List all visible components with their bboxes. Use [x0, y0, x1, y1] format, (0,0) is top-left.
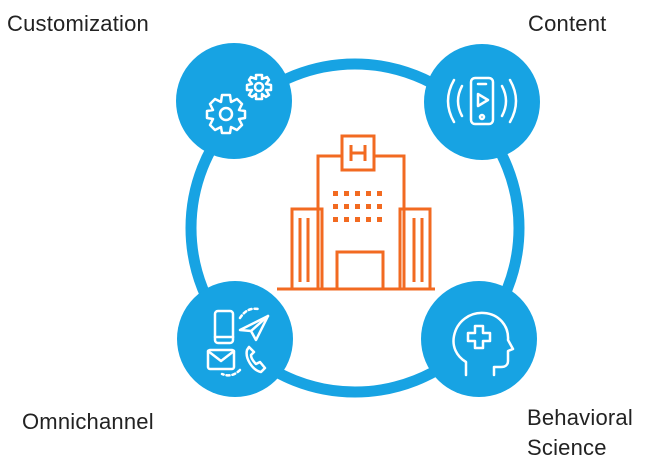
- node-omnichannel-circle: [177, 281, 293, 397]
- head-medical-cross-icon: [452, 311, 515, 377]
- node-customization: [176, 43, 292, 159]
- node-behavioral-science: [421, 281, 537, 397]
- node-content: [424, 44, 540, 160]
- building-windows: [333, 191, 382, 222]
- gears-icon: [205, 73, 273, 135]
- label-content: Content: [528, 11, 607, 36]
- label-behavioral-science: Behavioral Science: [527, 403, 633, 463]
- devices-messaging-icon: [206, 307, 270, 377]
- mobile-video-icon: [446, 76, 518, 126]
- node-behavioral-science-circle: [421, 281, 537, 397]
- connecting-ring: [185, 58, 525, 398]
- hospital-building-icon: [277, 134, 435, 291]
- node-content-circle: [424, 44, 540, 160]
- label-customization: Customization: [7, 11, 149, 36]
- label-omnichannel: Omnichannel: [22, 409, 154, 434]
- node-omnichannel: [177, 281, 293, 397]
- label-behavioral-line2: Science: [527, 435, 607, 460]
- label-behavioral-line1: Behavioral: [527, 405, 633, 430]
